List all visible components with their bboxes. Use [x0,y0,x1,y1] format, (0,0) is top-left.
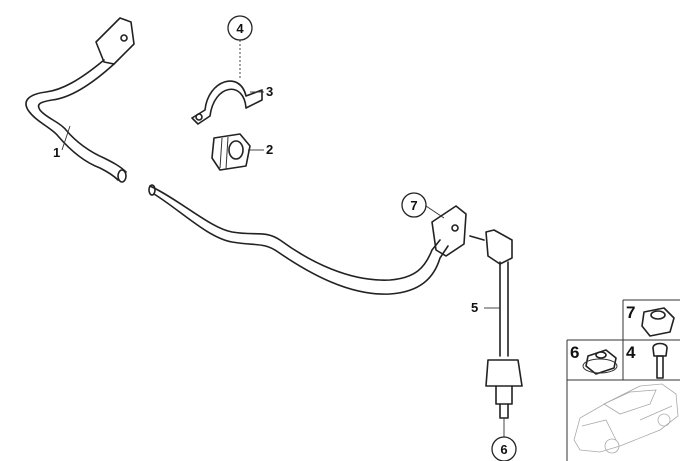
callout-1[interactable]: 1 [53,125,71,160]
stabilizer-bar-main [148,184,467,295]
inset-label-4: 4 [626,343,636,362]
nut-6-icon [582,349,618,375]
stabilizer-bar-left [25,17,135,183]
callout-label: 7 [410,198,417,213]
bracket-part-3 [191,80,263,125]
car-silhouette-icon [573,383,679,454]
callout-label: 3 [266,84,273,99]
hardware-inset: 7 6 4 [566,299,680,461]
rubber-mount-part-2 [211,133,251,171]
callout-4[interactable]: 4 [227,15,253,80]
inset-label-6: 6 [570,343,579,362]
callout-7[interactable]: 7 [401,192,445,219]
inset-label-7: 7 [626,303,635,322]
callout-2[interactable]: 2 [248,142,273,157]
bolt-4-icon [652,342,668,379]
callout-label: 6 [500,442,507,457]
callout-label: 4 [236,21,244,36]
callout-6[interactable]: 6 [491,418,517,461]
nut-7-icon [641,307,675,337]
callout-5[interactable]: 5 [471,300,500,315]
callout-label: 5 [471,300,478,315]
callout-label: 2 [266,142,273,157]
link-part-5 [469,229,523,419]
callout-label: 1 [53,145,60,160]
callout-3[interactable]: 3 [250,84,273,99]
